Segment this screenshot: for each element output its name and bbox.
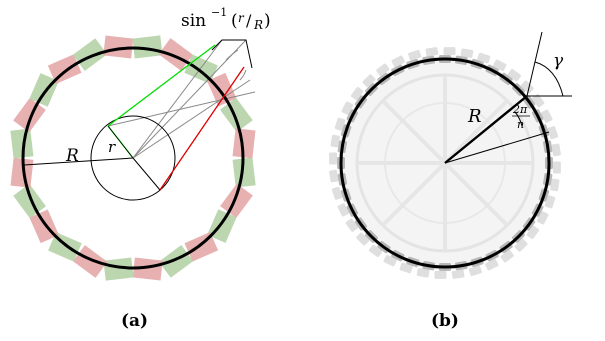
label-r-a: r — [108, 138, 116, 156]
blur-tile — [536, 211, 549, 225]
blur-tile — [552, 161, 561, 174]
tile — [29, 73, 59, 107]
blur-tile — [485, 258, 499, 271]
frac-numerator: 2π — [512, 103, 528, 116]
arcsin-exp: −1 — [211, 6, 227, 19]
blur-tile — [329, 169, 339, 183]
arcsin-den: R — [253, 18, 263, 32]
tile — [220, 183, 253, 219]
tile — [10, 128, 34, 159]
tile — [72, 245, 108, 278]
green-line — [107, 44, 216, 127]
tile — [103, 257, 134, 281]
blur-tile — [493, 59, 507, 72]
tile — [13, 183, 46, 219]
big-R-line-a — [23, 157, 134, 166]
tile — [232, 157, 256, 188]
blur-tile — [362, 74, 376, 88]
blur-tile — [551, 143, 561, 157]
tile — [103, 35, 134, 59]
tile — [13, 97, 46, 133]
main-circle-b — [339, 57, 551, 269]
label-R-a: R — [65, 146, 79, 166]
blur-tile — [399, 262, 413, 274]
blur-tile — [526, 225, 540, 240]
arcsin-slash: / — [246, 11, 252, 30]
tile — [48, 232, 82, 262]
arcsin-label: sin −1 ( r / R ) — [181, 6, 271, 32]
blur-tile — [468, 265, 482, 277]
red-line — [159, 66, 245, 191]
blur-tile — [331, 186, 343, 200]
blur-tile — [550, 178, 560, 192]
blur-tile — [356, 232, 370, 246]
blur-tile — [337, 203, 350, 217]
blur-tile — [425, 47, 439, 57]
tangent-line — [526, 31, 543, 97]
blur-tile — [368, 244, 383, 258]
angle-arc-b — [514, 111, 523, 127]
big-R-line-b — [444, 95, 528, 164]
inner-circle-a — [90, 115, 176, 201]
main-circle-a — [21, 46, 245, 270]
blur-tile — [500, 250, 514, 263]
blur-tile — [544, 195, 556, 209]
blur-tile — [547, 126, 559, 140]
blur-tile — [330, 134, 340, 148]
blur-tile — [514, 238, 528, 252]
arcsin-num: r — [238, 11, 245, 25]
tile — [207, 209, 237, 243]
blur-tile — [350, 86, 364, 101]
panel-b: R 2π n γ (b) — [329, 31, 572, 331]
blur-tile — [383, 254, 397, 267]
blur-tile — [341, 101, 354, 115]
red-radius — [132, 157, 161, 191]
blur-tile — [507, 68, 522, 82]
gamma-arc — [534, 61, 564, 97]
label-gamma: γ — [553, 51, 564, 71]
blur-tile — [460, 48, 474, 58]
arcsin-close: ) — [264, 11, 271, 31]
blur-tile — [345, 218, 358, 232]
blur-tile — [408, 49, 422, 61]
construction-lines — [107, 39, 256, 159]
blur-tile — [443, 47, 456, 56]
tile — [47, 54, 82, 84]
tile — [132, 35, 163, 59]
small-r-line — [107, 125, 134, 159]
blur-tile — [451, 269, 465, 279]
arcsin-fn: sin — [181, 11, 206, 31]
second-radius-b — [444, 131, 550, 164]
arcsin-open: ( — [231, 11, 238, 31]
tile — [158, 38, 194, 71]
caption-a: (a) — [121, 311, 148, 331]
blur-tile — [477, 52, 491, 64]
tile — [184, 232, 219, 262]
blur-tile — [520, 80, 534, 94]
blur-tile — [434, 270, 447, 279]
tile — [132, 257, 163, 281]
caption-b: (b) — [431, 311, 459, 331]
tile — [158, 245, 194, 278]
blur-tile — [334, 117, 346, 131]
blur-tile — [329, 152, 338, 165]
tile — [29, 209, 59, 244]
tile — [72, 38, 108, 71]
label-R-b: R — [467, 106, 482, 127]
frac-denominator: n — [517, 118, 524, 131]
brace — [211, 39, 253, 69]
tile — [220, 97, 253, 133]
blur-tile — [376, 63, 390, 76]
panel-a: R r sin −1 ( r / R ) (a) — [10, 6, 271, 331]
blur-tile — [391, 55, 405, 68]
blur-tile — [532, 94, 545, 108]
blur-tile — [540, 109, 553, 123]
tile — [232, 128, 256, 159]
blur-tile — [416, 268, 430, 278]
